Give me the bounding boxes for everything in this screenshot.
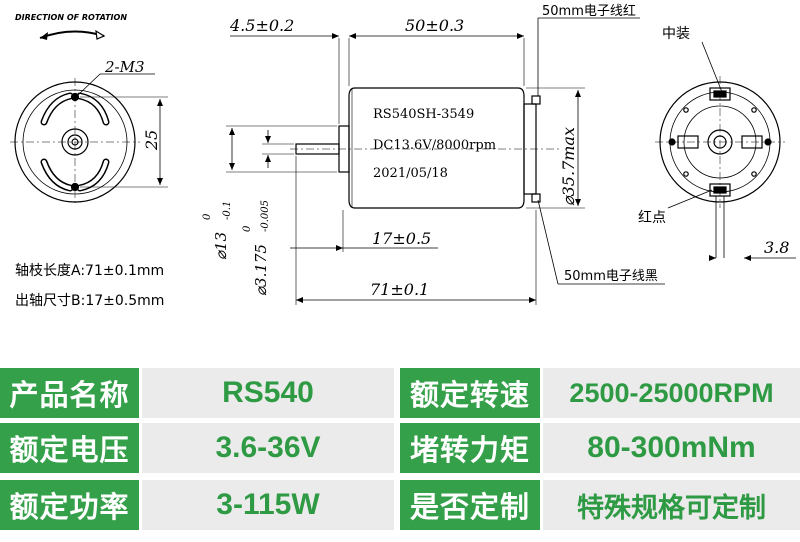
motor-label-model: RS540SH-3549 xyxy=(373,107,474,122)
technical-drawing: DIRECTION OF ROTATION 2-M3 25 xyxy=(10,3,796,309)
spec-label-stall-torque: 堵转力矩 xyxy=(400,423,540,473)
rear-view: 中装 红点 3.8 xyxy=(638,26,796,261)
spec-row: 额定功率 3-115W 是否定制 特殊规格可定制 xyxy=(0,480,800,530)
motor-label-rating: DC13.6V/8000rpm xyxy=(373,138,496,153)
dim-shaft-diameter: ⌀3.175 xyxy=(252,244,270,296)
rotation-arrow-icon xyxy=(39,30,105,39)
wire-black-label: 50mm电子线黑 xyxy=(564,269,658,284)
spec-label-rated-power: 额定功率 xyxy=(0,480,139,530)
dim-terminal: 3.8 xyxy=(764,238,789,257)
dim-shaft-exposed: 17±0.5 xyxy=(372,229,431,248)
spec-label-rated-voltage: 额定电压 xyxy=(0,423,139,473)
dim-shaft-tol-bottom: -0.005 xyxy=(260,200,271,232)
center-mark-label: 中装 xyxy=(662,26,690,42)
spec-value-rated-voltage: 3.6-36V xyxy=(142,423,394,473)
spec-value-customizable: 特殊规格可定制 xyxy=(543,480,800,530)
spec-value-stall-torque: 80-300mNm xyxy=(543,423,800,473)
dim-shaft-tol-top: 0 xyxy=(242,225,253,232)
front-view: DIRECTION OF ROTATION 2-M3 25 xyxy=(10,13,168,206)
dim-boss-diameter: ⌀13 xyxy=(212,232,230,260)
rotation-label: DIRECTION OF ROTATION xyxy=(15,13,127,22)
screw-label: 2-M3 xyxy=(104,58,145,76)
dim-boss-length: 4.5±0.2 xyxy=(229,16,294,35)
hole-spacing-dim: 25 xyxy=(142,130,161,151)
spec-label-rated-speed: 额定转速 xyxy=(400,368,540,418)
shaft-length-note: 轴枝长度A:71±0.1mm xyxy=(15,263,164,279)
shaft-exposed-note: 出轴尺寸B:17±0.5mm xyxy=(15,293,164,309)
dim-body-length: 50±0.3 xyxy=(405,16,464,35)
motor-label-date: 2021/05/18 xyxy=(373,166,448,181)
spec-label-customizable: 是否定制 xyxy=(400,480,540,530)
spec-value-rated-power: 3-115W xyxy=(142,480,394,530)
dim-body-diameter: ⌀35.7max xyxy=(559,127,578,206)
spec-value-product-name: RS540 xyxy=(142,368,394,418)
spec-row: 额定电压 3.6-36V 堵转力矩 80-300mNm xyxy=(0,423,800,473)
dim-boss-tol-top: 0 xyxy=(202,213,213,220)
wire-red-label: 50mm电子线红 xyxy=(542,3,636,19)
spec-row: 产品名称 RS540 额定转速 2500-25000RPM xyxy=(0,368,800,418)
dim-boss-tol-bottom: -0.1 xyxy=(222,201,233,220)
spec-value-rated-speed: 2500-25000RPM xyxy=(543,368,800,418)
red-dot-label: 红点 xyxy=(638,210,666,226)
dim-total-length: 71±0.1 xyxy=(370,280,429,299)
spec-table: 产品名称 RS540 额定转速 2500-25000RPM 额定电压 3.6-3… xyxy=(0,368,800,542)
side-view: RS540SH-3549 DC13.6V/8000rpm 2021/05/18 … xyxy=(202,3,665,305)
spec-label-product-name: 产品名称 xyxy=(0,368,139,418)
